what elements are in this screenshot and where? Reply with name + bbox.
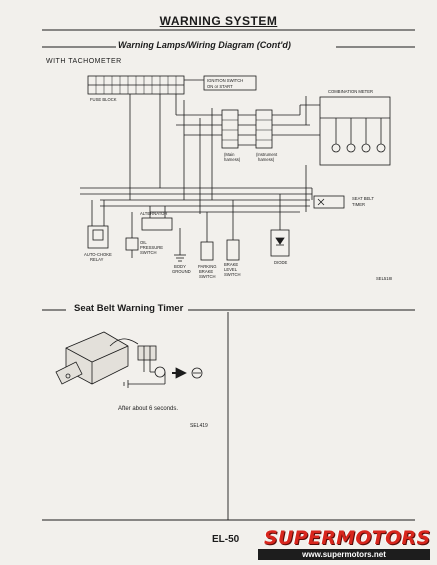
diagram-code: SEL518I xyxy=(376,276,392,281)
alternator xyxy=(141,217,173,231)
label-parking: PARKING xyxy=(198,264,217,269)
timer-caption: After about 6 seconds. xyxy=(118,406,179,412)
label-fuse-block: FUSE BLOCK xyxy=(90,97,117,102)
label-relay: RELAY xyxy=(90,257,104,262)
section-title: WARNING SYSTEM xyxy=(159,14,278,28)
label-alternator: ALTERNATOR xyxy=(140,211,167,216)
label-brake-switch: SWITCH xyxy=(224,272,241,277)
combination-meter xyxy=(319,96,391,166)
seat-belt-timer xyxy=(313,195,345,209)
label-seat-belt: SEAT BELT xyxy=(352,196,374,201)
ignition-switch xyxy=(203,75,257,91)
page-subtitle: Warning Lamps/Wiring Diagram (Cont'd) xyxy=(118,40,291,50)
timer-section-title: Seat Belt Warning Timer xyxy=(74,303,184,314)
label-parking-switch: SWITCH xyxy=(199,274,216,279)
watermark-logo: SUPERMOTORS www.supermotors.net xyxy=(258,527,430,561)
oil-pressure-switch xyxy=(125,237,139,251)
label-oil-switch: SWITCH xyxy=(140,250,157,255)
label-parking-brake: BRAKE xyxy=(199,269,213,274)
label-timer: TIMER xyxy=(352,202,365,207)
diagram-heading: WITH TACHOMETER xyxy=(46,58,122,65)
main-harness-connector xyxy=(221,109,239,149)
label-instrument-harness-2: harness) xyxy=(258,157,275,162)
label-pressure: PRESSURE xyxy=(140,245,163,250)
watermark-url: www.supermotors.net xyxy=(258,549,430,560)
label-ignition-switch: IGNITION SWITCH xyxy=(207,78,243,83)
label-body: BODY xyxy=(174,264,186,269)
label-ground: GROUND xyxy=(172,269,191,274)
label-level: LEVEL xyxy=(224,267,238,272)
timer-figure-code: SEL419 xyxy=(190,423,208,429)
label-ignition-on-start: ON or START xyxy=(207,84,233,89)
label-brake: BRAKE xyxy=(224,262,238,267)
watermark-text: SUPERMOTORS xyxy=(264,527,431,549)
timer-illustration xyxy=(55,331,203,388)
label-instrument-harness-1: (Instrument xyxy=(256,152,278,157)
parking-brake-switch xyxy=(200,241,214,261)
label-main-harness-1: (Main xyxy=(224,152,235,157)
label-auto-choke: AUTO-CHOKE xyxy=(84,252,112,257)
instrument-harness-connector xyxy=(255,109,273,149)
label-main-harness-2: harness) xyxy=(224,157,241,162)
auto-choke-relay xyxy=(87,225,109,249)
brake-level-switch xyxy=(226,239,240,261)
label-combination-meter: COMBINATION METER xyxy=(328,89,373,94)
label-diode: DIODE xyxy=(274,260,287,265)
page-number: EL-50 xyxy=(212,534,240,545)
label-oil: OIL xyxy=(140,240,147,245)
